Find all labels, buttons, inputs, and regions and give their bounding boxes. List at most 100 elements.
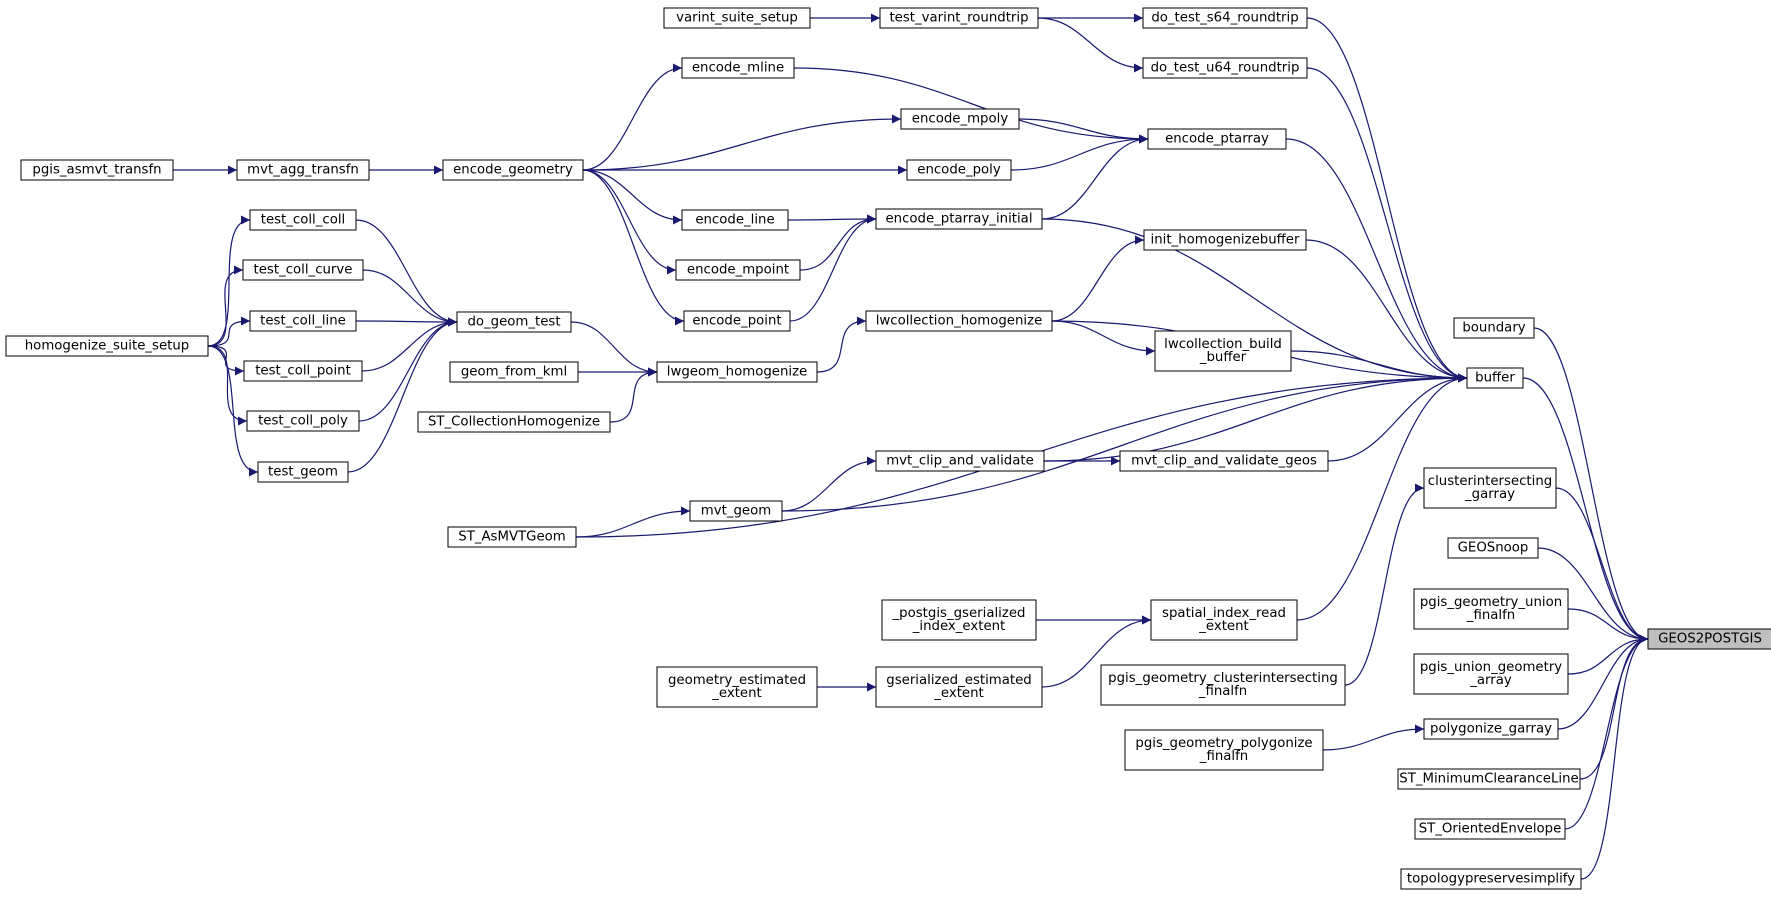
edge-test-varint-roundtrip-to-do-test-u64-roundtrip [1037,17,1144,73]
edge-pgis-geometry-polygonize-finalfn-to-polygonize-garray [1322,724,1425,751]
node-box [675,259,801,281]
node-buffer[interactable]: buffer [1466,367,1524,389]
node-geometry-estimated-extent[interactable]: geometry_estimated_extent [656,666,818,708]
node-do-test-s64-roundtrip[interactable]: do_test_s64_roundtrip [1142,7,1308,29]
node-box [1147,128,1287,150]
edge-topologypreservesimplify-to-geos2postgis [1580,634,1649,880]
node-test-coll-line[interactable]: test_coll_line [249,310,357,332]
node-mvt-clip-and-validate-geos[interactable]: mvt_clip_and_validate_geos [1119,450,1329,472]
node-label: _array [1469,673,1512,688]
edge-do-geom-test-to-lwgeom-homogenize [570,321,658,377]
node-label: _garray [1464,487,1515,502]
node-topologypreservesimplify[interactable]: topologypreservesimplify [1400,868,1582,890]
node-label: mvt_clip_and_validate [886,454,1034,469]
node-test-coll-point[interactable]: test_coll_point [243,360,363,382]
node-box [656,666,818,708]
node-st-minimumclearanceline[interactable]: ST_MinimumClearanceLine [1397,768,1581,790]
node-label: varint_suite_setup [676,11,798,26]
node-label: test_coll_line [260,314,346,329]
node-test-varint-roundtrip[interactable]: test_varint_roundtrip [879,7,1039,29]
node-label: homogenize_suite_setup [25,339,189,354]
node-box [249,310,357,332]
edge-test-geom-to-do-geom-test [347,317,458,473]
node-box [236,159,370,181]
node-encode-point[interactable]: encode_point [683,310,791,332]
node-pgis-union-geometry-array[interactable]: pgis_union_geometry_array [1413,653,1569,695]
node-label: lwgeom_homogenize [667,365,807,380]
node-spatial-index-read-extent[interactable]: spatial_index_read_extent [1150,599,1298,641]
node-st-orientedenvelope[interactable]: ST_OrientedEnvelope [1414,818,1566,840]
node-mvt-agg-transfn[interactable]: mvt_agg_transfn [236,159,370,181]
node-box [879,7,1039,29]
edge-st-orientedenvelope-to-geos2postgis [1564,634,1649,830]
edge-test-coll-poly-to-do-geom-test [358,317,458,422]
node-encode-ptarray-initial[interactable]: encode_ptarray_initial [875,208,1043,230]
node-pgis-asmvt-transfn[interactable]: pgis_asmvt_transfn [20,159,174,181]
node-do-geom-test[interactable]: do_geom_test [456,311,572,333]
node-label: test_coll_curve [254,263,353,278]
node-pgis-geometry-polygonize-finalfn[interactable]: pgis_geometry_polygonize_finalfn [1124,729,1324,771]
edge-spatial-index-read-extent-to-buffer [1296,373,1468,621]
node-label: topologypreservesimplify [1407,872,1575,887]
node-clusterintersecting-garray[interactable]: clusterintersecting_garray [1423,467,1557,509]
node-geom-from-kml[interactable]: geom_from_kml [449,361,579,383]
node-box [681,209,789,231]
node-box [242,259,364,281]
node-label: encode_point [692,314,781,329]
edge-encode-ptarray-initial-to-buffer [1041,218,1468,383]
node-encode-ptarray[interactable]: encode_ptarray [1147,128,1287,150]
node-boundary[interactable]: boundary [1453,317,1535,339]
node-label: _finalfn [1198,684,1247,699]
node-box [1466,367,1524,389]
node-varint-suite-setup[interactable]: varint_suite_setup [663,7,811,29]
node-box [1414,818,1566,840]
edge-polygonize-garray-to-geos2postgis [1557,634,1649,730]
node-box [246,410,360,432]
node-box [447,526,577,548]
node-postgis-gserialized-index-extent[interactable]: _postgis_gserialized_index_extent [881,599,1037,641]
node-gserialized-estimated-extent[interactable]: gserialized_estimated_extent [875,666,1043,708]
edge-clusterintersecting-garray-to-geos2postgis [1555,487,1649,644]
node-test-coll-curve[interactable]: test_coll_curve [242,259,364,281]
node-lwcollection-homogenize[interactable]: lwcollection_homogenize [865,310,1053,332]
node-encode-mpoint[interactable]: encode_mpoint [675,259,801,281]
node-label: _finalfn [1466,608,1515,623]
node-encode-mpoly[interactable]: encode_mpoly [900,108,1020,130]
node-label: pgis_geometry_union [1420,595,1562,610]
node-polygonize-garray[interactable]: polygonize_garray [1423,718,1559,740]
nodes-layer: GEOS2POSTGIS boundary buffer clusterinterse… [5,7,1771,890]
edge-mvt-clip-and-validate-geos-to-buffer [1327,373,1468,462]
node-pgis-geometry-union-finalfn[interactable]: pgis_geometry_union_finalfn [1413,588,1569,630]
node-lwcollection-build-buffer[interactable]: lwcollection_build_buffer [1154,330,1292,372]
node-encode-mline[interactable]: encode_mline [681,57,795,79]
node-init-homogenizebuffer[interactable]: init_homogenizebuffer [1143,229,1307,251]
node-box [1423,467,1557,509]
node-st-asmvtgeom[interactable]: ST_AsMVTGeom [447,526,577,548]
node-box [1647,628,1771,650]
edge-encode-mpoint-to-encode-ptarray-initial [799,214,877,271]
node-box [663,7,811,29]
node-test-coll-poly[interactable]: test_coll_poly [246,410,360,432]
node-encode-poly[interactable]: encode_poly [906,159,1012,181]
edge-encode-geometry-to-encode-mpoint [582,169,677,275]
node-lwgeom-homogenize[interactable]: lwgeom_homogenize [656,361,818,383]
node-homogenize-suite-setup[interactable]: homogenize_suite_setup [5,335,209,357]
node-label: mvt_clip_and_validate_geos [1131,454,1317,469]
node-box [1447,537,1539,559]
node-test-coll-coll[interactable]: test_coll_coll [249,209,357,231]
node-mvt-clip-and-validate[interactable]: mvt_clip_and_validate [875,450,1045,472]
edges-layer [173,13,1649,880]
node-mvt-geom[interactable]: mvt_geom [689,500,783,522]
node-do-test-u64-roundtrip[interactable]: do_test_u64_roundtrip [1142,57,1308,79]
node-geos2postgis[interactable]: GEOS2POSTGIS [1647,628,1771,650]
node-encode-line[interactable]: encode_line [681,209,789,231]
node-geosnoop[interactable]: GEOSnoop [1447,537,1539,559]
edge-st-collectionhomogenize-to-lwgeom-homogenize [609,367,658,423]
node-label: _extent [1198,619,1249,634]
node-encode-geometry[interactable]: encode_geometry [442,159,584,181]
node-test-geom[interactable]: test_geom [257,461,349,483]
node-pgis-geometry-clusterintersecting-finalfn[interactable]: pgis_geometry_clusterintersecting_finalf… [1100,664,1346,706]
node-box [900,108,1020,130]
node-box [1150,599,1298,641]
node-st-collectionhomogenize[interactable]: ST_CollectionHomogenize [417,411,611,433]
